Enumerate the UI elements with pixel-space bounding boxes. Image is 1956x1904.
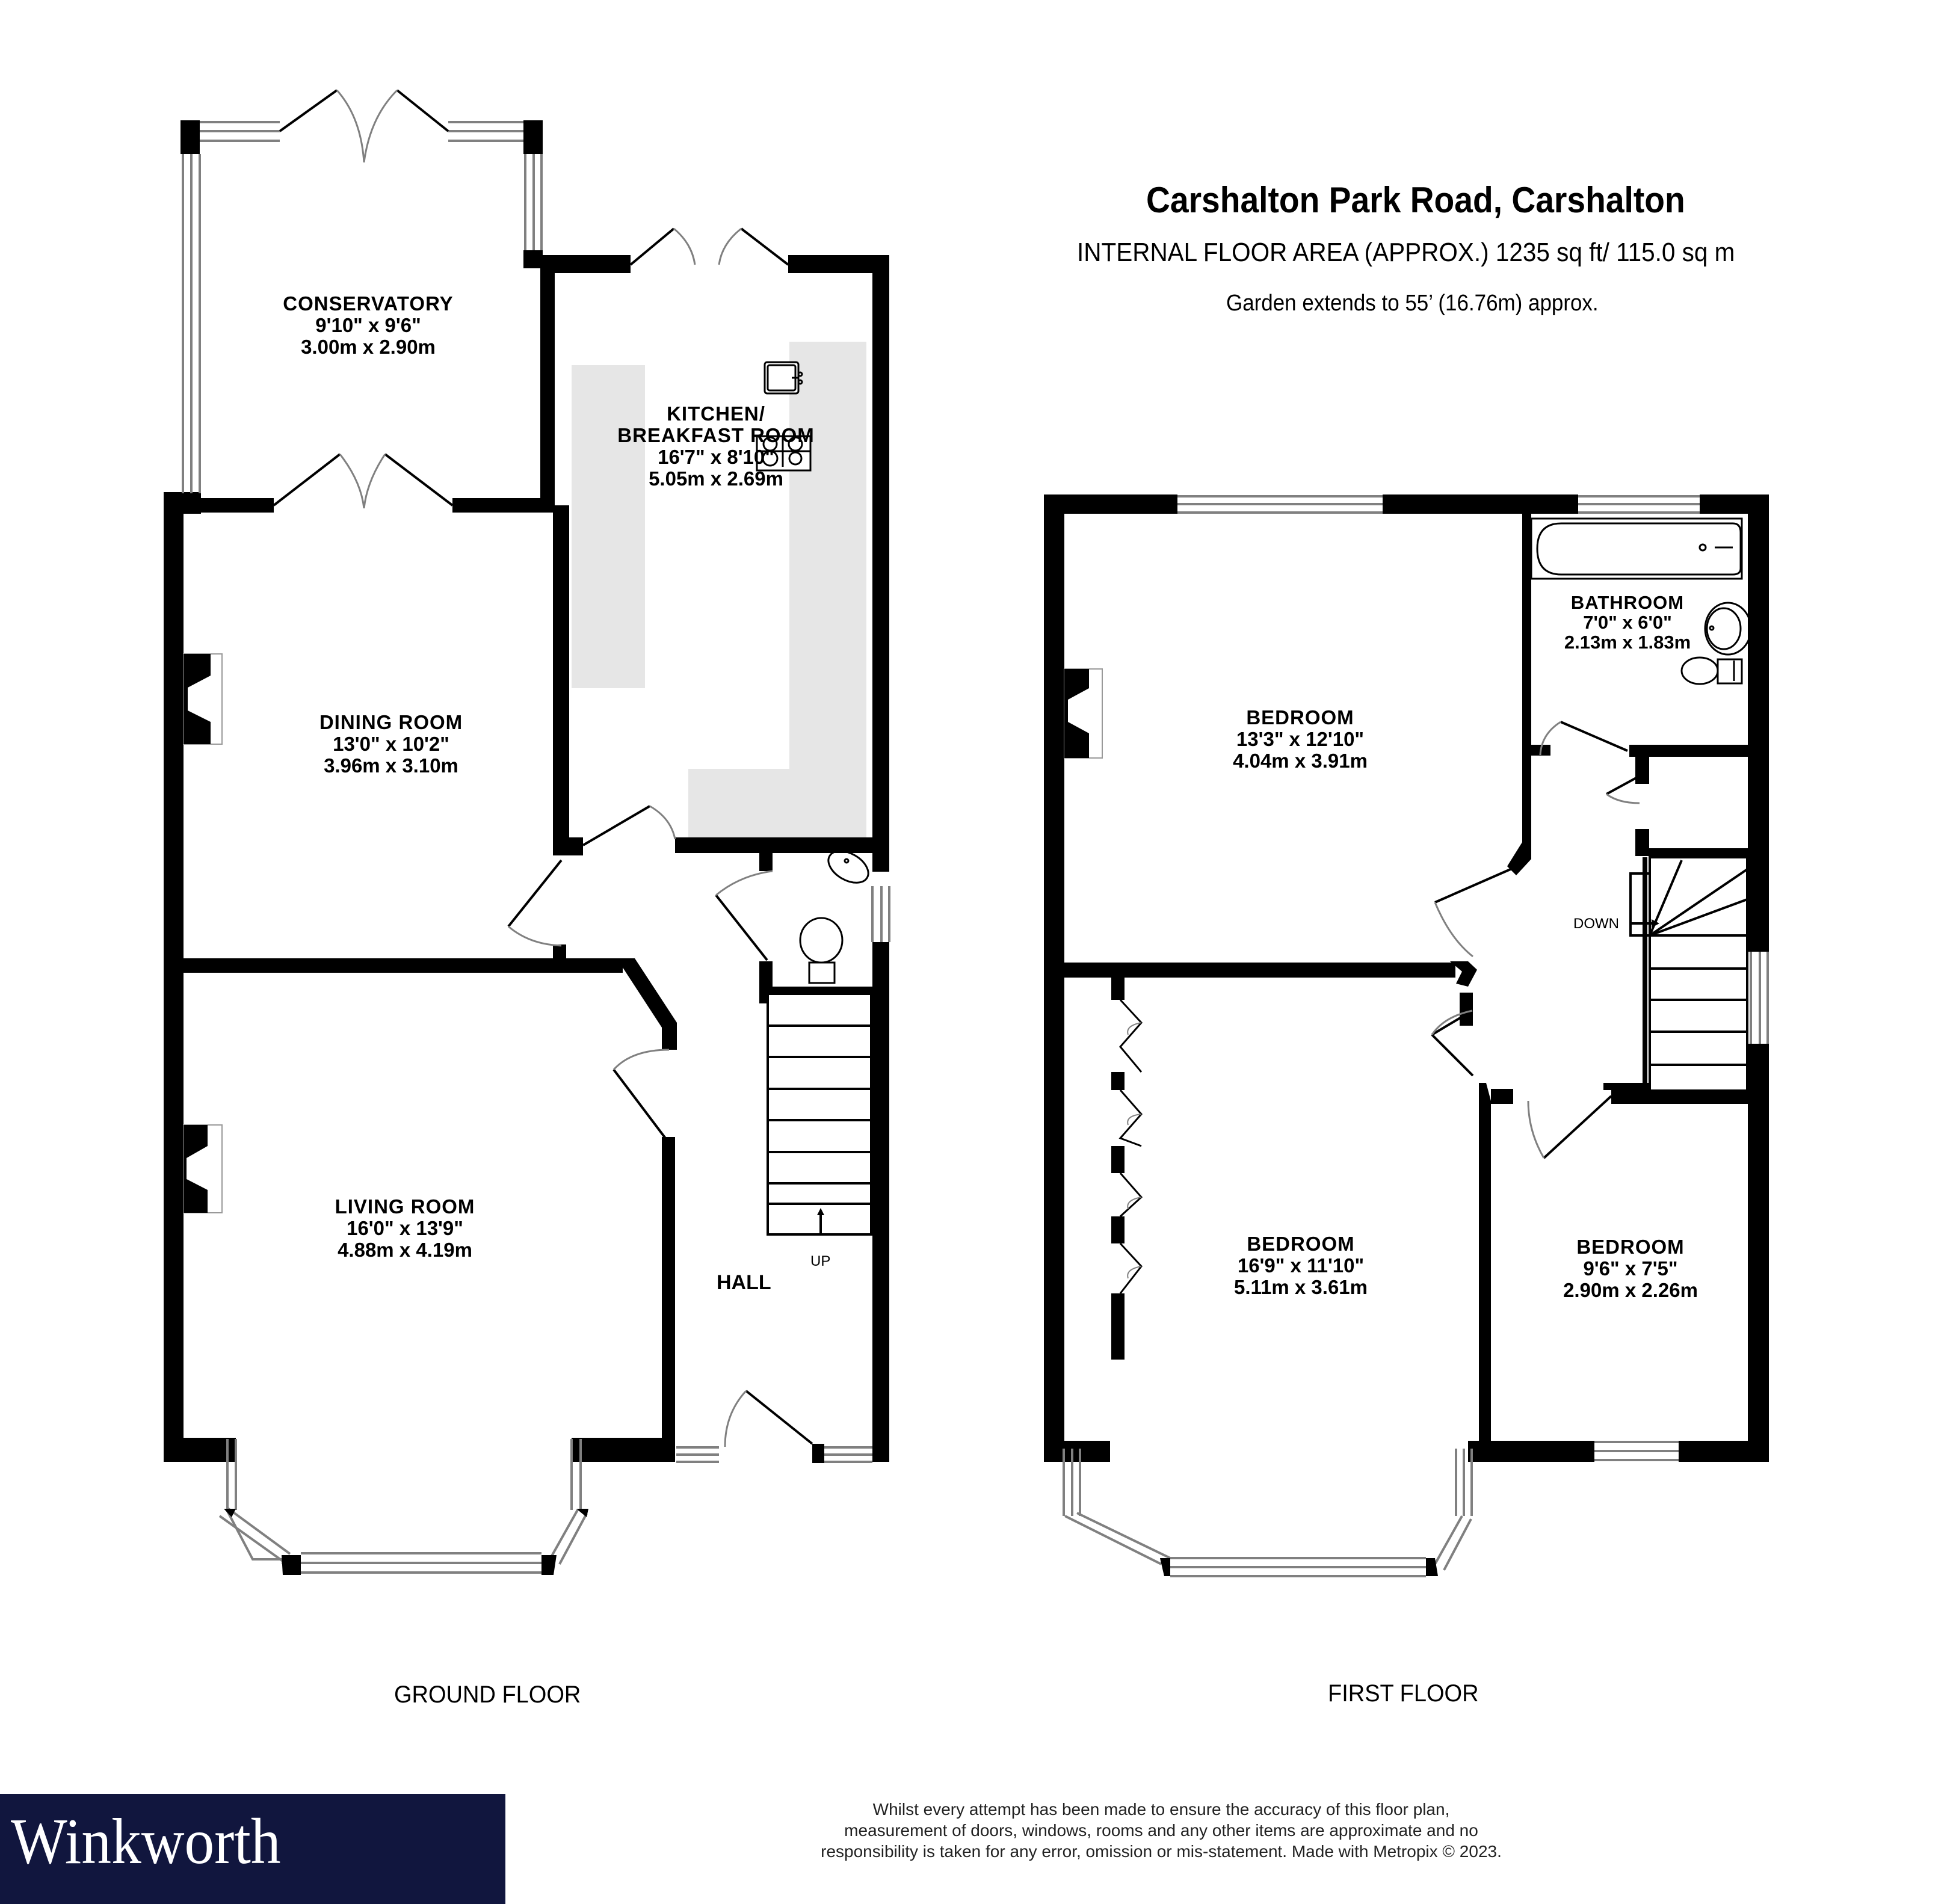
first-floor-label: FIRST FLOOR [1328,1680,1479,1707]
first-floor-stairs [1629,856,1748,1092]
dining-fireplace [183,653,223,745]
bathroom-basin-icon [1704,602,1752,656]
room-label-bedroom-2: BEDROOM 16'9" x 11'10" 5.11m x 3.61m [1234,1233,1368,1298]
room-name: BEDROOM [1576,1236,1685,1258]
wc-basin-icon [827,850,869,884]
room-dimensions-metric: 2.13m x 1.83m [1564,632,1691,653]
room-name: CONSERVATORY [283,292,454,315]
kitchen-hob-icon [756,435,812,472]
room-name: BEDROOM [1246,706,1354,729]
room-dimensions-imperial: 13'0" x 10'2" [333,733,449,755]
internal-floor-area: INTERNAL FLOOR AREA (APPROX.) 1235 sq ft… [1077,238,1735,267]
kitchen-sink-icon [764,361,803,395]
room-label-dining-room: DINING ROOM 13'0" x 10'2" 3.96m x 3.10m [319,712,463,777]
room-name: LIVING ROOM [335,1195,475,1218]
room-name: DINING ROOM [319,711,463,733]
stairs-up-label: UP [810,1253,831,1269]
room-dimensions-metric: 3.96m x 3.10m [324,754,458,777]
wc-toilet-icon [799,917,844,984]
ground-floor-door-swings [336,89,773,1447]
ground-floor-plan [164,89,890,1575]
bath-icon [1530,517,1743,580]
first-floor-doors [1431,721,1640,1159]
garden-size-note: Garden extends to 55’ (16.76m) approx. [1226,291,1599,316]
room-label-bedroom-3: BEDROOM 9'6" x 7'5" 2.90m x 2.26m [1563,1236,1698,1301]
ground-floor-doors [273,89,813,1445]
bedroom-fireplace [1064,668,1103,759]
stairs-down-arrow-icon [1632,919,1659,928]
room-dimensions-imperial: 16'0" x 13'9" [347,1217,463,1239]
disclaimer-line-1: Whilst every attempt has been made to en… [872,1800,1450,1819]
disclaimer-line-2: measurement of doors, windows, rooms and… [844,1821,1478,1840]
living-fireplace [183,1124,223,1213]
stairs-down-label: DOWN [1573,916,1619,932]
kitchen-worktops [572,342,866,842]
room-name: BATHROOM [1570,592,1685,613]
room-label-living-room: LIVING ROOM 16'0" x 13'9" 4.88m x 4.19m [335,1196,475,1261]
room-dimensions-imperial: 9'6" x 7'5" [1583,1257,1678,1280]
room-dimensions-metric: 2.90m x 2.26m [1563,1279,1698,1301]
ground-floor-stairs [767,993,872,1236]
room-label-kitchen: KITCHEN/ BREAKFAST ROOM 16'7" x 8'10" 5.… [617,403,815,490]
room-dimensions-metric: 4.04m x 3.91m [1233,750,1368,772]
ground-floor-walls [164,120,889,1463]
bathroom-toilet-icon [1680,656,1743,685]
room-name-line2: BREAKFAST ROOM [617,424,815,446]
ground-floor-label: GROUND FLOOR [394,1681,581,1708]
brand-name: Winkworth [11,1806,281,1878]
room-label-hall: HALL [717,1271,771,1294]
first-floor-door-swings [1431,721,1640,1159]
ground-floor-windows [182,121,890,1574]
room-dimensions-imperial: 16'7" x 8'10" [658,446,774,468]
room-dimensions-imperial: 16'9" x 11'10" [1237,1254,1365,1277]
room-dimensions-imperial: 7'0" x 6'0" [1583,612,1672,633]
stairs-up-arrow-icon [817,1208,824,1233]
room-dimensions-imperial: 13'3" x 12'10" [1236,728,1365,750]
first-floor-windows [1063,495,1769,1577]
room-name-line1: KITCHEN/ [667,402,765,425]
room-dimensions-imperial: 9'10" x 9'6" [315,314,421,336]
room-dimensions-metric: 5.11m x 3.61m [1233,1276,1368,1298]
disclaimer: Whilst every attempt has been made to en… [749,1799,1573,1862]
bay-window-posts [224,1509,588,1575]
room-name: BEDROOM [1247,1233,1355,1255]
room-label-conservatory: CONSERVATORY 9'10" x 9'6" 3.00m x 2.90m [283,293,453,358]
room-dimensions-metric: 4.88m x 4.19m [338,1239,472,1261]
winkworth-logo: Winkworth [0,1794,505,1904]
room-label-bathroom: BATHROOM 7'0" x 6'0" 2.13m x 1.83m [1564,593,1691,652]
disclaimer-line-3: responsibility is taken for any error, o… [821,1842,1502,1861]
property-title: Carshalton Park Road, Carshalton [1146,180,1685,220]
room-label-bedroom-1: BEDROOM 13'3" x 12'10" 4.04m x 3.91m [1233,707,1368,772]
wardrobe-door-swings [1127,1022,1142,1279]
first-floor-walls [1044,494,1769,1462]
first-floor-plan [1044,494,1769,1577]
room-dimensions-metric: 5.05m x 2.69m [649,467,783,490]
room-dimensions-metric: 3.00m x 2.90m [301,336,436,358]
first-floor-bay-posts [1160,1558,1438,1576]
